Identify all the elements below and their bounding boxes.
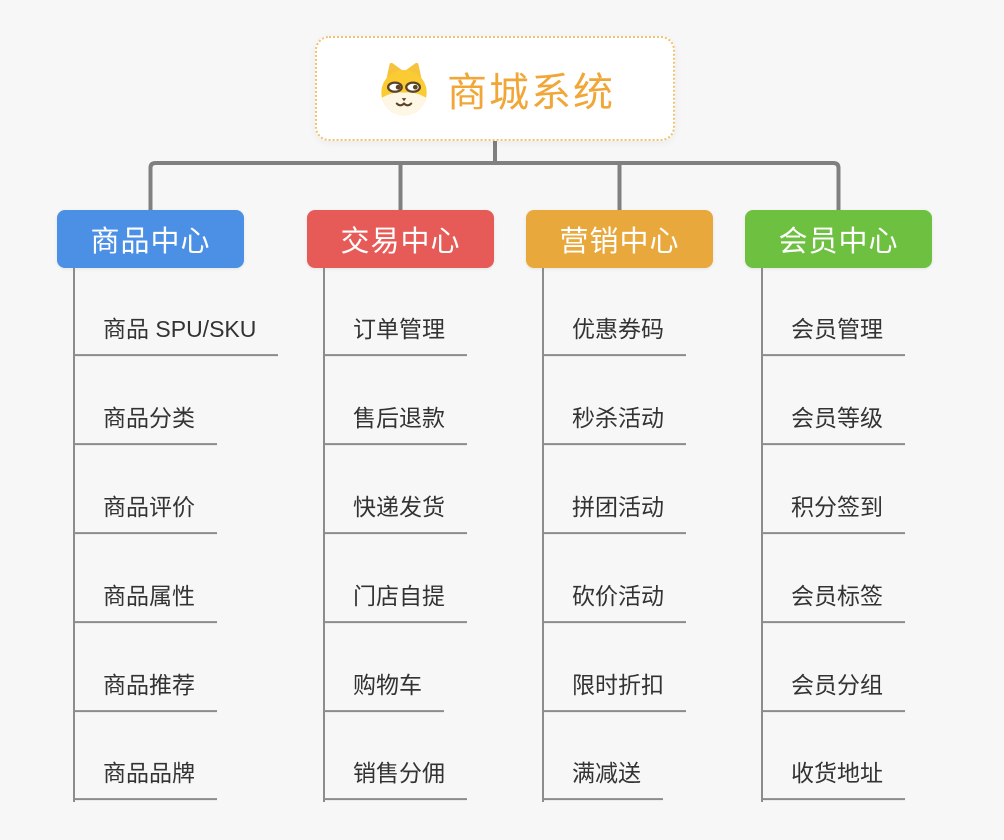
leaf-node[interactable]: 砍价活动 — [542, 582, 686, 623]
branch-child-line — [761, 268, 763, 802]
leaf-node[interactable]: 商品推荐 — [73, 671, 217, 712]
leaf-node[interactable]: 限时折扣 — [542, 671, 686, 712]
leaf-node[interactable]: 优惠券码 — [542, 315, 686, 356]
branch-child-line — [542, 268, 544, 802]
leaf-node[interactable]: 订单管理 — [323, 315, 467, 356]
shiba-dog-icon — [375, 60, 433, 118]
leaf-node[interactable]: 积分签到 — [761, 493, 905, 534]
leaf-node[interactable]: 商品品牌 — [73, 759, 217, 800]
branch-label: 商品中心 — [90, 226, 211, 258]
leaf-node[interactable]: 会员管理 — [761, 315, 905, 356]
leaf-node[interactable]: 商品 SPU/SKU — [73, 315, 279, 356]
leaf-node[interactable]: 收货地址 — [761, 759, 905, 800]
leaf-node[interactable]: 快递发货 — [323, 493, 467, 534]
branch-label: 会员中心 — [778, 226, 899, 258]
leaf-node[interactable]: 商品属性 — [73, 582, 217, 623]
branch-node[interactable]: 商品中心 — [57, 210, 244, 268]
branch-label: 交易中心 — [340, 226, 461, 258]
root-title: 商城系统 — [447, 70, 615, 115]
leaf-node[interactable]: 销售分佣 — [323, 759, 467, 800]
branch-child-line — [73, 268, 75, 802]
leaf-node[interactable]: 门店自提 — [323, 582, 467, 623]
leaf-node[interactable]: 拼团活动 — [542, 493, 686, 534]
leaf-node[interactable]: 售后退款 — [323, 404, 467, 445]
branch-child-line — [323, 268, 325, 802]
leaf-node[interactable]: 商品评价 — [73, 493, 217, 534]
leaf-node[interactable]: 商品分类 — [73, 404, 217, 445]
branch-label: 营销中心 — [559, 226, 680, 258]
root-node[interactable]: 商城系统 — [315, 36, 675, 141]
branch-node[interactable]: 营销中心 — [526, 210, 713, 268]
leaf-node[interactable]: 会员标签 — [761, 582, 905, 623]
leaf-node[interactable]: 购物车 — [323, 671, 444, 712]
leaf-node[interactable]: 秒杀活动 — [542, 404, 686, 445]
leaf-node[interactable]: 满减送 — [542, 759, 663, 800]
connector-path — [148, 141, 841, 210]
leaf-node[interactable]: 会员等级 — [761, 404, 905, 445]
leaf-node[interactable]: 会员分组 — [761, 671, 905, 712]
branch-node[interactable]: 交易中心 — [307, 210, 494, 268]
branch-node[interactable]: 会员中心 — [745, 210, 932, 268]
